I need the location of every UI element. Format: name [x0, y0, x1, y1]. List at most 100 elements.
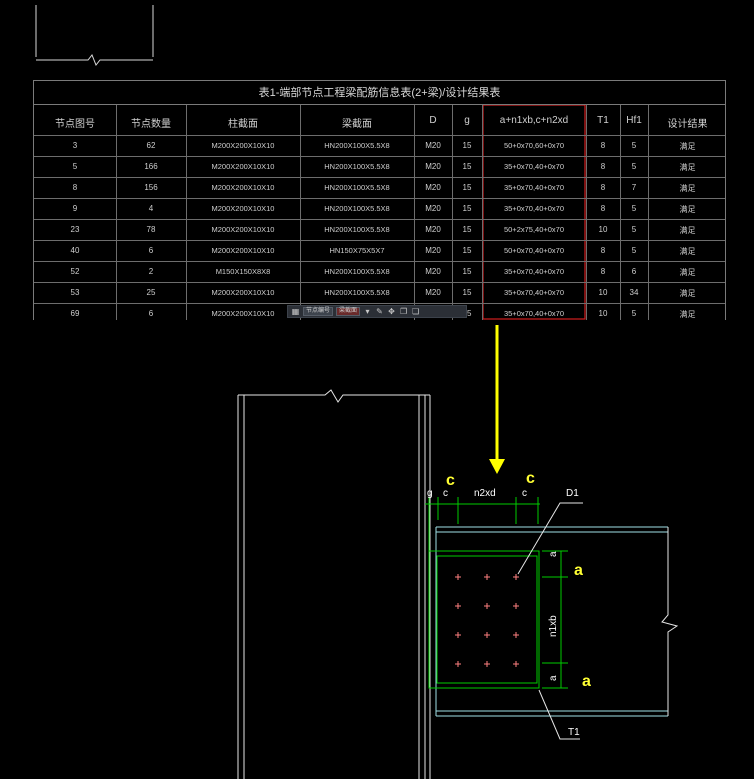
label-t1: T1 — [568, 727, 580, 738]
bolt-mark — [513, 632, 519, 638]
table-cell: 10 — [598, 225, 608, 234]
table-cell: M20 — [425, 162, 441, 171]
beam-section-button[interactable]: 梁截面 — [336, 307, 361, 316]
table-cell: 8 — [600, 162, 606, 171]
copy-icon[interactable]: ❐ — [399, 307, 408, 316]
table-header-cell: 梁截面 — [342, 119, 372, 130]
label-c-left: c — [443, 488, 448, 499]
bolt-mark — [455, 661, 461, 667]
bolt-mark — [455, 574, 461, 580]
table-cell: 满足 — [679, 205, 696, 214]
table-header-cell: 柱截面 — [228, 119, 258, 130]
table-cell: 50+0x70,60+0x70 — [503, 141, 565, 150]
table-cell: 34 — [629, 288, 639, 297]
chevron-down-icon[interactable]: ▾ — [365, 307, 370, 316]
table-cell: HN200X100X5.5X8 — [324, 267, 390, 276]
grid-icon[interactable]: ▦ — [291, 307, 300, 316]
bolt-mark — [513, 661, 519, 667]
table-cell: 8 — [600, 183, 606, 192]
bolt-mark — [484, 661, 490, 667]
table-cell: 35+0x70,40+0x70 — [503, 183, 565, 192]
table-cell: M20 — [425, 141, 441, 150]
table-cell: HN150X75X5X7 — [329, 246, 385, 255]
edit-icon[interactable]: ✎ — [376, 307, 383, 316]
table-cell: 6 — [631, 267, 637, 276]
table-cell: HN200X100X5.5X8 — [324, 183, 390, 192]
callout-a-top: a — [574, 562, 583, 579]
table-cell: 8 — [600, 246, 606, 255]
table-cell: 8 — [72, 183, 78, 192]
table-header-cell: Hf1 — [626, 115, 642, 126]
table-cell: 23 — [70, 225, 80, 234]
table-cell: 10 — [598, 309, 608, 318]
table-cell: 5 — [631, 141, 637, 150]
table-cell: 78 — [146, 225, 156, 234]
node-number-button[interactable]: 节点编号 — [303, 307, 334, 316]
table-cell: 6 — [148, 309, 154, 318]
bolt-mark — [484, 574, 490, 580]
table-cell: 5 — [631, 225, 637, 234]
label-a-top: a — [548, 551, 559, 557]
table-title: 表1-端部节点工程梁配筋信息表(2+梁)/设计结果表 — [34, 81, 725, 105]
table-cell: 53 — [70, 288, 80, 297]
table-cell: 6 — [148, 246, 154, 255]
floating-toolbar[interactable]: ▦ 节点编号 梁截面 ▾ ✎ ✥ ❐ ❏ — [287, 305, 467, 318]
table-cell: 50+2x75,40+0x70 — [503, 225, 565, 234]
column-fragment-top — [35, 5, 154, 66]
bolt-mark — [455, 603, 461, 609]
table-cell: M20 — [425, 225, 441, 234]
table-cell: 5 — [631, 246, 637, 255]
table-cell: 15 — [462, 183, 472, 192]
label-g: g — [427, 488, 433, 499]
table-cell: M200X200X10X10 — [211, 225, 275, 234]
table-cell: HN200X100X5.5X8 — [324, 162, 390, 171]
table-cell: 35+0x70,40+0x70 — [503, 309, 565, 318]
label-a-bottom: a — [548, 675, 559, 681]
table-cell: 3 — [72, 141, 78, 150]
table-cell: HN200X100X5.5X8 — [324, 288, 390, 297]
table-header-cell: 节点图号 — [55, 119, 95, 130]
move-icon[interactable]: ✥ — [388, 307, 395, 316]
table-cell: 15 — [462, 162, 472, 171]
table-cell: HN200X100X5.5X8 — [324, 225, 390, 234]
table-cell: 8 — [600, 141, 606, 150]
table-header-cell: g — [464, 115, 470, 126]
column-left — [237, 389, 431, 779]
table-cell: M200X200X10X10 — [211, 141, 275, 150]
bolt-mark — [484, 632, 490, 638]
table-cell: 62 — [146, 141, 156, 150]
table-grid — [34, 105, 725, 320]
table-cell: 满足 — [679, 184, 696, 193]
table-cell: M20 — [425, 204, 441, 213]
leader-lines — [517, 502, 583, 740]
table-header-cell: 节点数量 — [131, 119, 171, 130]
bolt-mark — [513, 574, 519, 580]
table-cell: 156 — [144, 183, 158, 192]
table-cell: 满足 — [679, 226, 696, 235]
table-cell: 15 — [462, 288, 472, 297]
table-cell: 15 — [462, 204, 472, 213]
table-cell: 满足 — [679, 142, 696, 151]
table-cell: M150X150X8X8 — [215, 267, 271, 276]
table-cell: 7 — [631, 183, 637, 192]
callout-c-right: c — [526, 470, 535, 487]
bolt-mark — [484, 603, 490, 609]
table-cell: 满足 — [679, 268, 696, 277]
table-cell: M200X200X10X10 — [211, 309, 275, 318]
bolt-mark — [513, 603, 519, 609]
table-cell: 5 — [631, 204, 637, 213]
table-header-cell: a+n1xb,c+n2xd — [499, 115, 569, 126]
table-cell: 35+0x70,40+0x70 — [503, 162, 565, 171]
connection-plate — [425, 497, 568, 689]
callout-a-bottom: a — [582, 673, 591, 690]
table-cell: 35+0x70,40+0x70 — [503, 267, 565, 276]
table-cell: 满足 — [679, 163, 696, 172]
table-cell: M200X200X10X10 — [211, 246, 275, 255]
paste-icon[interactable]: ❏ — [411, 307, 420, 316]
table-header-cell: D — [429, 115, 437, 126]
table-cell: 满足 — [679, 310, 696, 319]
result-table: 表1-端部节点工程梁配筋信息表(2+梁)/设计结果表 节点图号节点数量柱截面梁截… — [33, 80, 726, 320]
table-cell: 15 — [462, 267, 472, 276]
table-cell: 15 — [462, 309, 472, 318]
